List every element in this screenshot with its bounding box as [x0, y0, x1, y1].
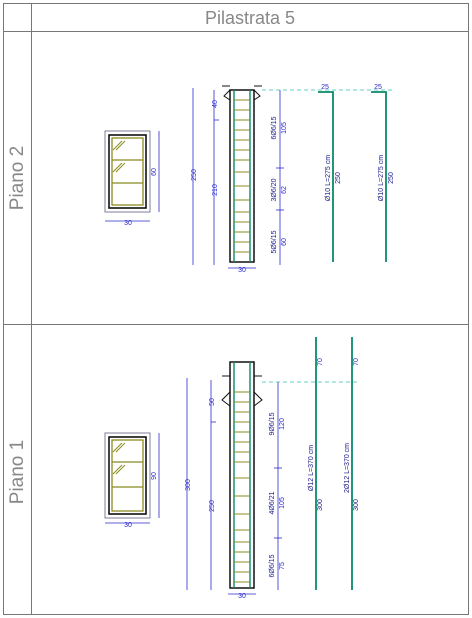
column-width-label: 30 [238, 267, 246, 274]
bar-length-label: 300 [317, 499, 324, 511]
stirrup-zones: 9Ø6/15 120 4Ø6/21 105 6Ø6/15 75 [269, 412, 286, 577]
bar-detail: 70 Ø12 L=370 cm 300 [308, 337, 324, 590]
cross-section: 30 90 [104, 432, 160, 529]
section-depth-label: 90 [151, 472, 158, 480]
elevation-total-label: 250 [191, 169, 198, 181]
elevation-dimensions [192, 88, 284, 265]
floor-piano-1: 30 90 300 50 250 [104, 337, 360, 600]
stirrup-zone-spec: 3Ø6/20 [271, 178, 278, 201]
bar-length-label: 300 [353, 499, 360, 511]
bar-detail: 25 Ø10 L=275 cm 250 [371, 84, 395, 262]
stirrup-zone-length: 120 [279, 418, 286, 430]
section-width-label: 30 [124, 522, 132, 529]
elevation-total-label: 300 [185, 479, 192, 491]
elevation-top-label: 40 [212, 100, 219, 108]
stirrup-zone-length: 62 [281, 186, 288, 194]
elevation-middle-label: 210 [212, 184, 219, 196]
elevation-middle-label: 250 [209, 500, 216, 512]
table-frame [3, 3, 469, 615]
floor-piano-2: 30 60 250 40 210 [104, 84, 395, 274]
cross-section: 30 60 [104, 130, 160, 227]
stirrup-zone-spec: 5Ø6/15 [271, 230, 278, 253]
column-width-label: 30 [238, 593, 246, 600]
bar-spec-label: Ø12 L=370 cm [308, 445, 315, 491]
bar-spec-label: Ø10 L=275 cm [378, 155, 385, 201]
bar-spec-label: 2Ø12 L=370 cm [344, 443, 351, 493]
bar-hook-label: 25 [374, 84, 382, 91]
elevation-dimensions [186, 378, 282, 590]
bar-detail: 70 2Ø12 L=370 cm 300 [344, 337, 360, 590]
section-width-label: 30 [124, 220, 132, 227]
bar-spec-label: Ø10 L=275 cm [325, 155, 332, 201]
stirrup-zone-length: 105 [279, 497, 286, 509]
stirrup-zones: 6Ø6/15 105 3Ø6/20 62 5Ø6/15 60 [271, 116, 288, 253]
bar-hook-label: 70 [317, 358, 324, 366]
sheet-title: Pilastrata 5 [205, 8, 295, 28]
stirrup-zone-spec: 6Ø6/15 [269, 554, 276, 577]
bar-detail: 25 Ø10 L=275 cm 250 [318, 84, 342, 262]
bar-hook-label: 25 [321, 84, 329, 91]
floor-label-piano-2: Piano 2 [7, 146, 28, 210]
elevation-top-label: 50 [209, 398, 216, 406]
stirrup-zone-spec: 4Ø6/21 [269, 491, 276, 514]
stirrup-zone-length: 75 [279, 562, 286, 570]
bar-length-label: 250 [388, 172, 395, 184]
section-depth-label: 60 [151, 168, 158, 176]
stirrup-zone-spec: 6Ø6/15 [271, 116, 278, 139]
bar-hook-label: 70 [353, 358, 360, 366]
column-elevation: 30 [221, 361, 263, 600]
stirrup-zone-length: 60 [281, 238, 288, 246]
floor-label-piano-1: Piano 1 [7, 440, 28, 504]
stirrup-zone-spec: 9Ø6/15 [269, 412, 276, 435]
stirrup-zone-length: 105 [281, 122, 288, 134]
column-elevation: 30 [222, 85, 262, 274]
bar-length-label: 250 [335, 172, 342, 184]
